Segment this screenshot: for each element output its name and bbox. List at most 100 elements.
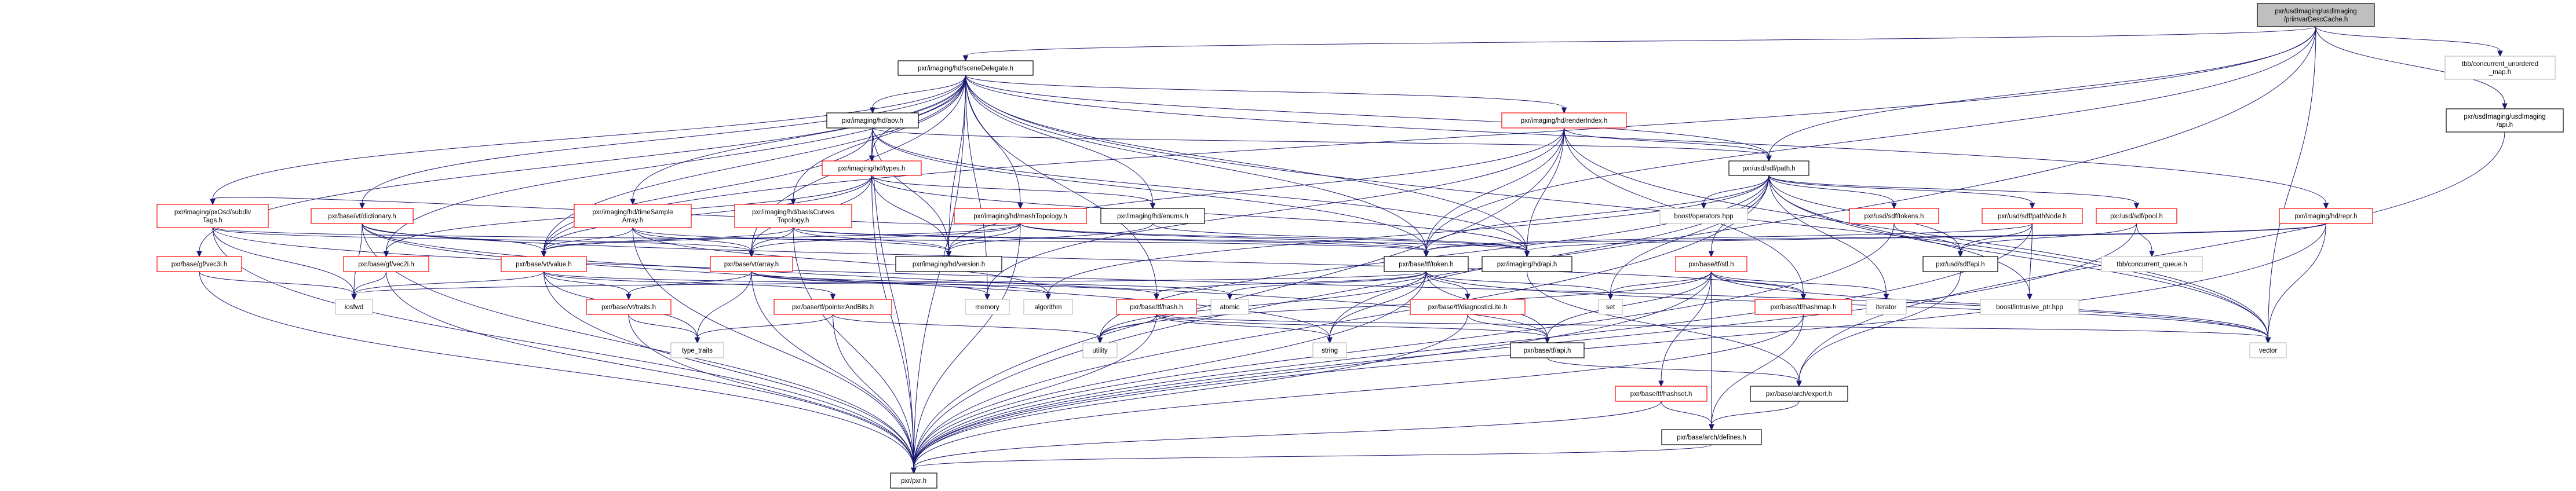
node-diagnosticLite[interactable]: pxr/base/tf/diagnosticLite.h — [1410, 299, 1526, 315]
arrowhead-icon — [1607, 294, 1614, 301]
node-vector[interactable]: vector — [2249, 342, 2287, 358]
edge-line — [543, 227, 794, 252]
node-dictionary[interactable]: pxr/base/vt/dictionary.h — [311, 208, 414, 224]
node-label: iterator — [1876, 304, 1897, 311]
node-meshTopology[interactable]: pxr/imaging/hd/meshTopology.h — [954, 208, 1087, 224]
edge-pathNode-to-pxr — [911, 223, 2033, 474]
edge-subdivTags-to-vector — [212, 227, 2271, 344]
node-tbbCq[interactable]: tbb/concurrent_queue.h — [2101, 256, 2203, 272]
node-memory[interactable]: memory — [965, 299, 1010, 315]
edge-stl-to-hashset — [1658, 271, 1712, 387]
edge-line — [199, 271, 355, 295]
edge-line — [913, 223, 2033, 468]
node-archExport[interactable]: pxr/base/arch/export.h — [1750, 386, 1848, 402]
arrowhead-icon — [2027, 294, 2033, 301]
node-label: tbb/concurrent_unordered — [2462, 61, 2538, 68]
node-pointerAndBits[interactable]: pxr/base/tf/pointerAndBits.h — [773, 299, 892, 315]
node-sceneDelegate[interactable]: pxr/imaging/hd/sceneDelegate.h — [897, 60, 1034, 76]
node-hash[interactable]: pxr/base/tf/hash.h — [1116, 299, 1197, 315]
node-typeTraits[interactable]: type_traits — [670, 342, 724, 358]
edge-line — [965, 75, 1426, 252]
edge-line — [751, 227, 794, 252]
node-iterator[interactable]: iterator — [1866, 299, 1907, 315]
node-sdfApi[interactable]: pxr/usd/sdf/api.h — [1922, 256, 1998, 272]
node-boostOperators[interactable]: boost/operators.hpp — [1659, 208, 1748, 224]
node-hashmap[interactable]: pxr/base/tf/hashmap.h — [1754, 299, 1852, 315]
edge-line — [1768, 175, 2268, 338]
node-box — [1849, 208, 1939, 224]
node-stl[interactable]: pxr/base/tf/stl.h — [1675, 256, 1747, 272]
edge-line — [543, 271, 914, 468]
edge-meshTopology-to-array — [749, 223, 1021, 258]
node-box — [1598, 299, 1623, 315]
edge-line — [913, 271, 1426, 468]
node-renderIndex[interactable]: pxr/imaging/hd/renderIndex.h — [1501, 112, 1627, 129]
node-array[interactable]: pxr/base/vt/array.h — [710, 256, 793, 272]
edge-line — [386, 271, 914, 468]
edge-token-to-diagnosticLite — [1426, 271, 1471, 301]
node-atomic[interactable]: atomic — [1210, 299, 1249, 315]
node-tbbCum[interactable]: tbb/concurrent_unordered_map.h — [2444, 56, 2556, 80]
node-token[interactable]: pxr/base/tf/token.h — [1384, 256, 1469, 272]
edge-root-to-vector — [2265, 26, 2316, 344]
arrowhead-icon — [1883, 294, 1889, 301]
node-label: tbb/concurrent_queue.h — [2117, 261, 2187, 268]
edge-root-to-tbbCum — [2315, 26, 2503, 57]
node-root[interactable]: pxr/usdImaging/usdImaging/primvarDescCac… — [2257, 3, 2375, 27]
node-pool[interactable]: pxr/usd/sdf/pool.h — [2096, 208, 2177, 224]
node-box — [1023, 299, 1073, 315]
node-enums[interactable]: pxr/imaging/hd/enums.h — [1100, 208, 1205, 224]
arrowhead-icon — [1327, 337, 1333, 344]
node-box — [895, 256, 1002, 272]
node-vec3i[interactable]: pxr/base/gf/vec3i.h — [156, 256, 242, 272]
edge-line — [1768, 175, 1887, 295]
node-set[interactable]: set — [1598, 299, 1623, 315]
arrowhead-icon — [2502, 103, 2508, 110]
node-path[interactable]: pxr/usd/sdf/path.h — [1728, 160, 1809, 176]
edge-line — [965, 75, 2268, 338]
edge-line — [632, 227, 914, 468]
node-value[interactable]: pxr/base/vt/value.h — [501, 256, 587, 272]
node-vec2i[interactable]: pxr/base/gf/vec2i.h — [343, 256, 429, 272]
node-tfApi[interactable]: pxr/base/tf/api.h — [1510, 342, 1585, 358]
node-version[interactable]: pxr/imaging/hd/version.h — [895, 256, 1002, 272]
edge-dictionary-to-tfApi — [362, 223, 1550, 344]
node-utility[interactable]: utility — [1082, 342, 1118, 358]
node-label: set — [1606, 304, 1615, 311]
node-box — [1750, 386, 1848, 402]
node-types[interactable]: pxr/imaging/hd/types.h — [822, 160, 922, 176]
node-box — [1615, 386, 1707, 402]
node-algorithm[interactable]: algorithm — [1023, 299, 1073, 315]
node-iosfwd[interactable]: iosfwd — [335, 299, 373, 315]
node-traits[interactable]: pxr/base/vt/traits.h — [586, 299, 672, 315]
edge-line — [543, 127, 873, 252]
arrowhead-icon — [1045, 294, 1051, 301]
edge-value-to-pointerAndBits — [543, 271, 836, 301]
edge-line — [1711, 271, 1887, 295]
node-pxr[interactable]: pxr/pxr.h — [890, 472, 937, 489]
node-archDefines[interactable]: pxr/base/arch/defines.h — [1661, 429, 1762, 445]
node-box — [670, 342, 724, 358]
node-string[interactable]: string — [1312, 342, 1347, 358]
node-sdfTokens[interactable]: pxr/usd/sdf/tokens.h — [1849, 208, 1939, 224]
edge-repr-to-vector — [2265, 223, 2326, 344]
edge-line — [965, 75, 1153, 204]
arrowhead-icon — [2497, 50, 2503, 57]
edge-sceneDelegate-to-token — [965, 75, 1429, 258]
node-uiApi[interactable]: pxr/usdImaging/usdImaging/api.h — [2446, 108, 2564, 133]
node-hashset[interactable]: pxr/base/tf/hashset.h — [1615, 386, 1707, 402]
node-hdApi[interactable]: pxr/imaging/hd/api.h — [1482, 256, 1572, 272]
edge-line — [1156, 314, 2268, 338]
node-repr[interactable]: pxr/imaging/hd/repr.h — [2279, 208, 2373, 224]
node-aov[interactable]: pxr/imaging/hd/aov.h — [826, 112, 919, 129]
node-label: pxr/imaging/hd/aov.h — [842, 118, 903, 124]
arrowhead-icon — [1708, 251, 1714, 258]
node-pathNode[interactable]: pxr/usd/sdf/pathNode.h — [1982, 208, 2083, 224]
node-intrusivePtr[interactable]: boost/intrusive_ptr.hpp — [1980, 299, 2079, 315]
edge-pool-to-sdfApi — [1957, 223, 2137, 258]
node-box — [965, 299, 1010, 315]
edge-line — [833, 314, 914, 468]
